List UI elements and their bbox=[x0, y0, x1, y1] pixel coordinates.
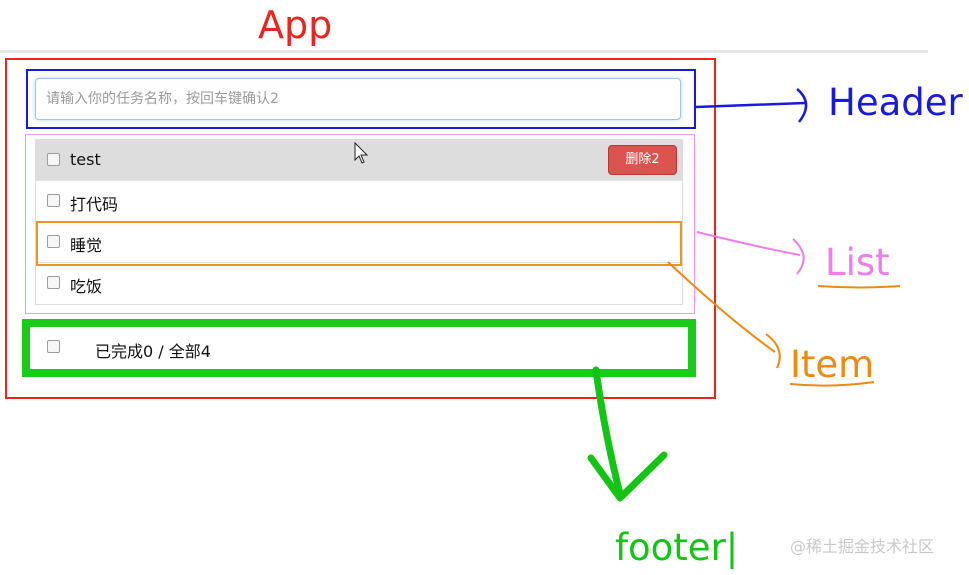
app-annotation-label: App bbox=[258, 3, 333, 47]
list-annotation-label: List bbox=[825, 241, 890, 284]
item-checkbox[interactable] bbox=[47, 194, 60, 207]
item-checkbox[interactable] bbox=[47, 276, 60, 289]
select-all-checkbox[interactable] bbox=[47, 340, 60, 353]
item-label: 睡觉 bbox=[70, 236, 103, 255]
task-name-input[interactable] bbox=[35, 78, 681, 120]
header-region-box bbox=[26, 69, 696, 129]
footer-arrow-line bbox=[592, 366, 624, 498]
footer-arrow-head bbox=[587, 451, 668, 502]
header-arrow-line bbox=[695, 101, 806, 109]
item-underline bbox=[789, 381, 875, 387]
item-label: 吃饭 bbox=[70, 277, 103, 296]
item-label: test bbox=[70, 150, 101, 169]
list-arrow-head bbox=[792, 238, 805, 275]
mouse-cursor-icon bbox=[354, 141, 369, 164]
footer-region-box bbox=[22, 319, 696, 377]
list-item[interactable]: 吃饭 bbox=[36, 263, 682, 304]
list-item[interactable]: 睡觉 bbox=[36, 222, 682, 263]
footer-summary: 已完成0 / 全部4 bbox=[95, 342, 211, 361]
delete-button[interactable]: 删除2 bbox=[608, 145, 677, 175]
item-arrow-line bbox=[667, 261, 776, 353]
footer-annotation-label: footer| bbox=[615, 526, 739, 569]
item-annotation-label: Item bbox=[790, 343, 875, 386]
top-divider bbox=[0, 50, 928, 53]
item-checkbox[interactable] bbox=[47, 235, 60, 248]
header-annotation-label: Header bbox=[828, 81, 963, 124]
list-region-box bbox=[25, 134, 695, 314]
header-arrow-head bbox=[796, 88, 808, 123]
item-arrow-head bbox=[765, 333, 781, 369]
list-underline bbox=[817, 285, 901, 289]
list-arrow-line bbox=[696, 231, 801, 256]
item-checkbox[interactable] bbox=[47, 153, 60, 166]
item-label: 打代码 bbox=[70, 195, 119, 214]
app-region-box bbox=[5, 58, 716, 399]
item-region-box bbox=[36, 221, 682, 266]
watermark: @稀土掘金技术社区 bbox=[790, 537, 935, 556]
